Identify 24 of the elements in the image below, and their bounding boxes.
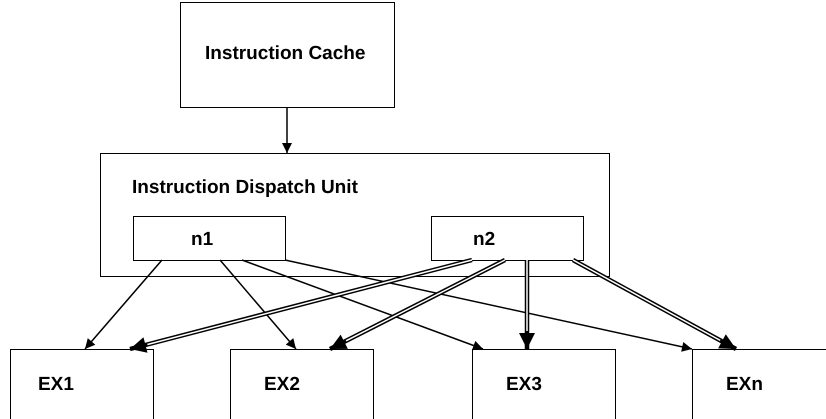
arrow xyxy=(242,259,484,350)
arrow xyxy=(129,258,473,353)
process-box xyxy=(472,349,616,419)
arrow xyxy=(572,258,738,351)
process-box xyxy=(180,2,395,108)
arrow xyxy=(219,260,297,350)
arrow xyxy=(519,260,535,349)
box-label: n2 xyxy=(473,229,496,251)
unit-box xyxy=(100,153,610,277)
box-label: Instruction Cache xyxy=(205,43,366,65)
box-label: Instruction Dispatch Unit xyxy=(132,177,358,199)
box-label: EX1 xyxy=(38,374,74,396)
process-box xyxy=(10,349,154,419)
process-box xyxy=(230,349,374,419)
arrow xyxy=(328,258,506,351)
process-box xyxy=(133,216,286,261)
box-label: EX3 xyxy=(506,374,542,396)
process-box xyxy=(431,216,584,261)
box-label: EX2 xyxy=(264,374,300,396)
arrow xyxy=(284,259,692,352)
box-label: EXn xyxy=(726,374,763,396)
box-label: n1 xyxy=(191,229,214,251)
arrow xyxy=(282,108,292,153)
arrow xyxy=(84,260,163,350)
